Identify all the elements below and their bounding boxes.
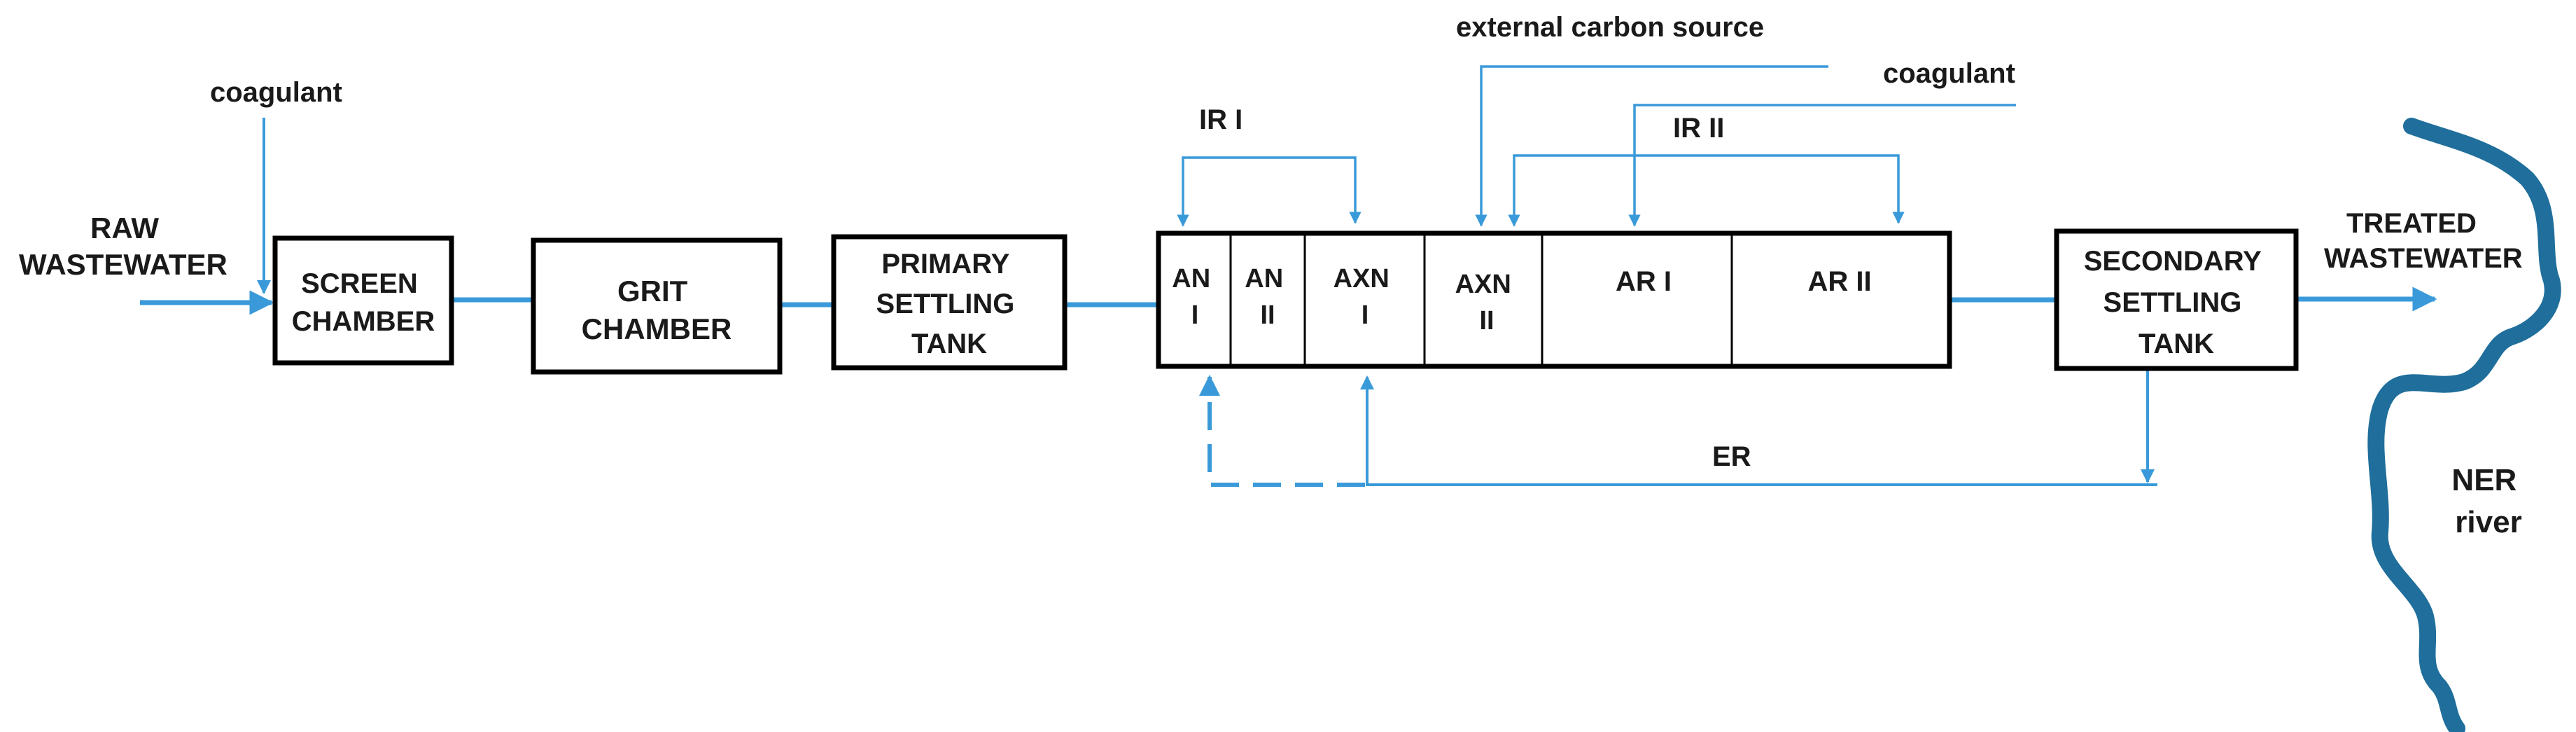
secondary-settling-tank-box <box>2054 228 2299 371</box>
zone-axn2-label: AXN II <box>1455 270 1519 336</box>
coagulant-2-label: coagulant <box>1883 58 2015 89</box>
er-dashed-branch <box>1199 375 1365 487</box>
ir2-recycle-arrow <box>1508 154 1905 227</box>
zone-an1-label: AN I <box>1172 264 1217 330</box>
raw-wastewater-label-2: WASTEWATER <box>19 248 227 281</box>
bioreactor-box <box>1156 230 1952 369</box>
external-carbon-label: external carbon source <box>1456 12 1764 43</box>
screen-chamber-box <box>272 235 454 366</box>
screen-chamber-label: SCREEN CHAMBER <box>292 268 435 337</box>
er-recycle-arrow <box>1360 375 2157 486</box>
coagulant-1-label: coagulant <box>210 77 342 108</box>
primary-settling-tank-label: PRIMARY SETTLING TANK <box>876 249 1023 359</box>
external-carbon-arrow <box>1475 65 1828 227</box>
treated-wastewater-label-2: WASTEWATER <box>2324 243 2523 274</box>
ner-river-shape <box>2367 118 2561 732</box>
grit-chamber-label: GRIT CHAMBER <box>582 275 732 345</box>
grit-chamber-box <box>531 237 783 375</box>
ir1-label: IR I <box>1199 104 1242 135</box>
coagulant-2-arrow <box>1628 104 2016 227</box>
er-label: ER <box>1712 441 1751 472</box>
zone-ar1-label: AR I <box>1616 266 1672 297</box>
zone-ar2-label: AR II <box>1807 266 1871 297</box>
ir2-label: IR II <box>1673 113 1724 144</box>
secondary-settling-tank-label: SECONDARY SETTLING TANK <box>2084 246 2269 359</box>
zone-axn1-label: AXN I <box>1334 264 1397 330</box>
ir1-recycle-arrow <box>1177 156 1362 227</box>
primary-settling-tank-box <box>831 234 1068 371</box>
zone-an2-label: AN II <box>1245 264 1290 330</box>
raw-wastewater-label-1: RAW <box>90 212 159 244</box>
treated-wastewater-label-1: TREATED <box>2346 208 2477 239</box>
river-label: NER river <box>2451 463 2525 539</box>
